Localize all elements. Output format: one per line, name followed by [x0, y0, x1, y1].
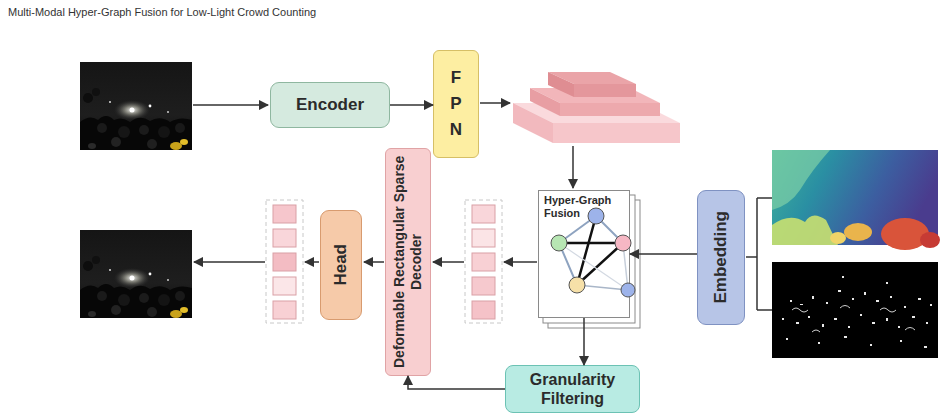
filter-box: Granularity Filtering — [505, 365, 640, 413]
fusion-panel: Hyper-Graph Fusion — [538, 190, 630, 318]
encoder-box: Encoder — [270, 82, 390, 128]
connector-line — [583, 318, 585, 365]
fpn-box: F P N — [433, 50, 479, 158]
depth-map — [772, 150, 940, 250]
token-column — [266, 200, 303, 323]
head-box: Head — [320, 210, 362, 320]
connector — [630, 254, 697, 255]
decoder-box: Deformable Rectangular Sparse Decoder — [385, 148, 431, 376]
input-image — [80, 62, 192, 150]
token-column — [465, 200, 502, 323]
node-label: Embedding — [711, 211, 731, 304]
bracket-wire — [746, 198, 772, 310]
node-label: Encoder — [296, 95, 364, 115]
node-label: Head — [331, 244, 351, 286]
edge-map — [772, 262, 938, 358]
node-label: Hyper-Graph Fusion — [544, 194, 616, 220]
connector-line — [408, 376, 505, 389]
embedding-box: Embedding — [697, 190, 745, 325]
node-label: F P N — [449, 65, 463, 143]
page-header: Multi-Modal Hyper-Graph Fusion for Low-L… — [8, 6, 316, 18]
connector — [584, 318, 585, 365]
connector-line — [630, 253, 697, 255]
feature-pyramid — [513, 72, 680, 143]
connector — [408, 376, 505, 389]
node-label: Granularity Filtering — [506, 370, 639, 408]
connector — [390, 105, 433, 106]
connector-line — [390, 104, 433, 106]
output-image — [80, 230, 192, 318]
node-label: Deformable Rectangular Sparse Decoder — [391, 154, 425, 370]
